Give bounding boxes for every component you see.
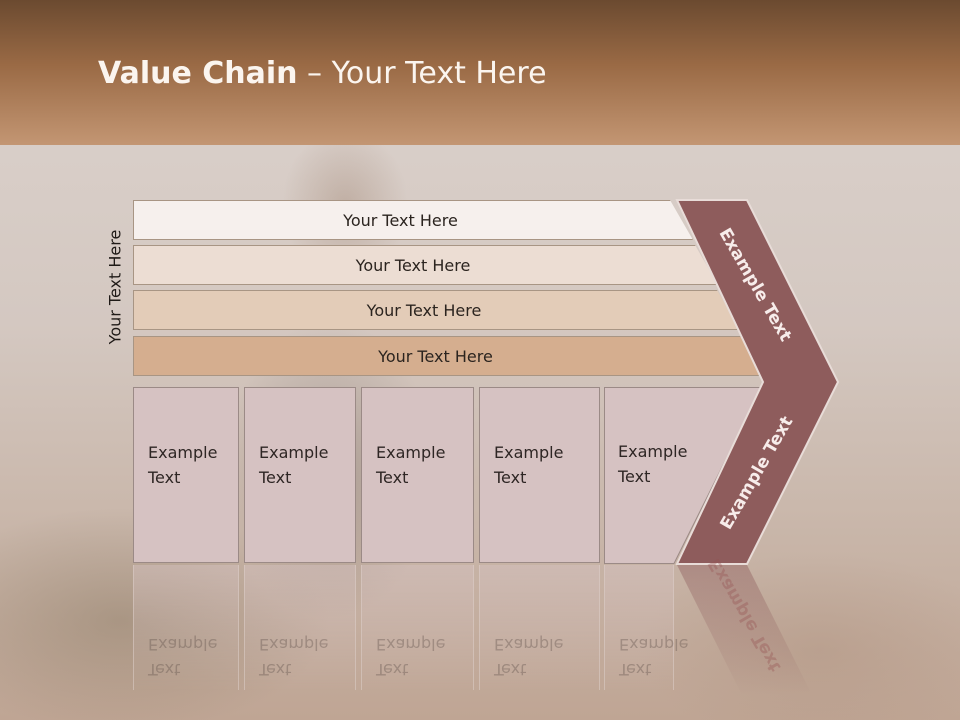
box-line-1: Example bbox=[376, 443, 446, 462]
box-line-2: Text bbox=[494, 468, 527, 487]
value-row-label: Your Text Here bbox=[366, 300, 482, 320]
value-row-label: Your Text Here bbox=[343, 210, 458, 230]
value-row-label: Your Text Here bbox=[355, 255, 471, 275]
title-bold-part: Value Chain bbox=[98, 56, 298, 91]
box-line-2: Text bbox=[376, 468, 409, 487]
value-row-2[interactable]: Your Text Here bbox=[133, 245, 718, 285]
title-rest-part: – Your Text Here bbox=[297, 56, 547, 91]
side-label-text: Your Text Here bbox=[105, 229, 125, 345]
chevron-arrow[interactable] bbox=[672, 198, 844, 568]
slide-title: Value Chain – Your Text Here bbox=[98, 54, 547, 94]
activity-box-4[interactable]: Example Text bbox=[479, 387, 600, 563]
box-line-2: Text bbox=[259, 468, 292, 487]
box-line-2: Text bbox=[148, 468, 181, 487]
activity-box-5[interactable]: Example Text bbox=[604, 387, 762, 564]
box-line-1: Example bbox=[494, 443, 564, 462]
activity-box-2[interactable]: Example Text bbox=[244, 387, 356, 563]
value-row-label: Your Text Here bbox=[378, 346, 493, 366]
title-bar bbox=[0, 0, 960, 145]
activity-box-3[interactable]: Example Text bbox=[361, 387, 474, 563]
activity-box-1[interactable]: Example Text bbox=[133, 387, 239, 563]
box-line-1: Example bbox=[618, 442, 688, 461]
value-row-1[interactable]: Your Text Here bbox=[133, 200, 693, 240]
box-line-2: Text bbox=[618, 467, 651, 486]
box-line-1: Example bbox=[259, 443, 329, 462]
box-line-1: Example bbox=[148, 443, 218, 462]
value-row-4[interactable]: Your Text Here bbox=[133, 336, 763, 376]
value-row-3[interactable]: Your Text Here bbox=[133, 290, 740, 330]
